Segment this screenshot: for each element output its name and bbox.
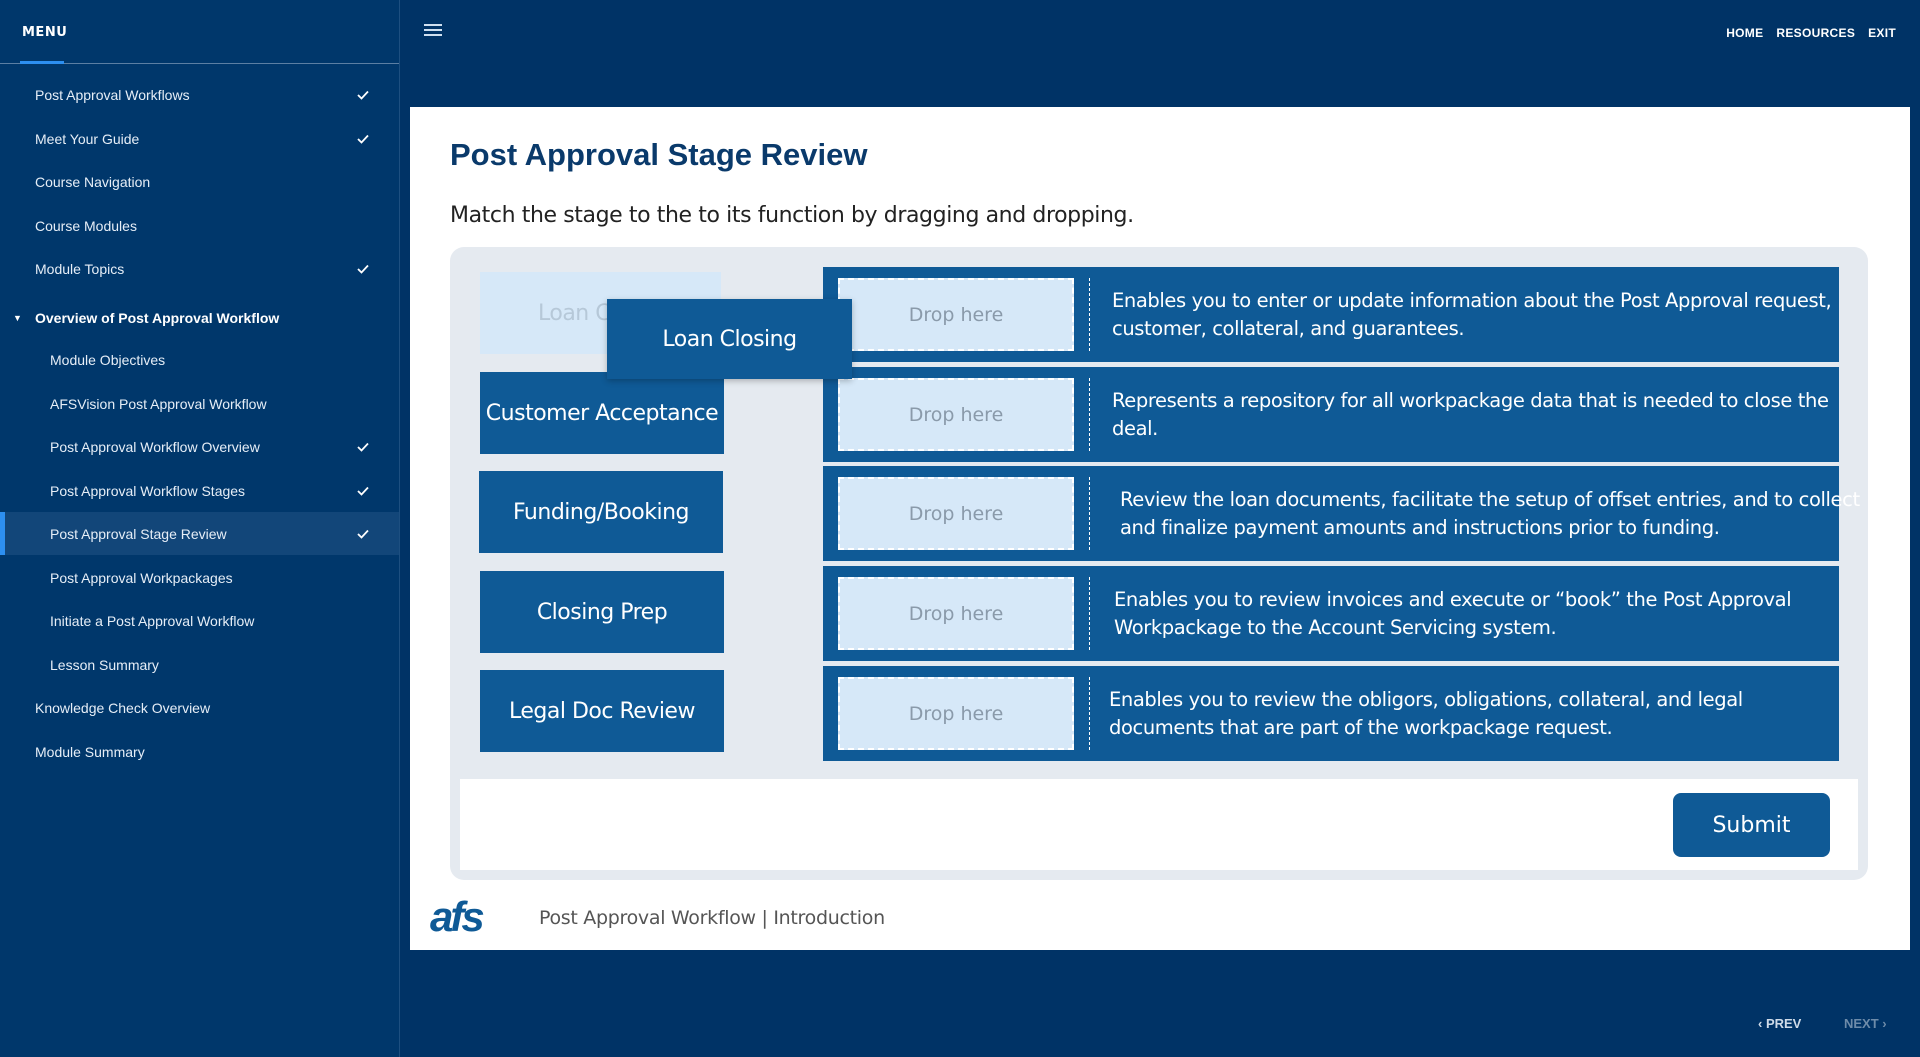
footer-course-label: Post Approval Workflow | Introduction xyxy=(539,907,885,929)
function-description: Enables you to review invoices and execu… xyxy=(1114,587,1792,639)
sidebar-item-label: Post Approval Workflow Stages xyxy=(50,482,246,499)
sidebar-item-label: Knowledge Check Overview xyxy=(35,699,211,716)
drop-zone[interactable]: Drop here xyxy=(838,577,1074,650)
sidebar-item-post-approval-workflow-overview[interactable]: Post Approval Workflow Overview xyxy=(0,425,399,468)
sidebar-item-meet-your-guide[interactable]: Meet Your Guide xyxy=(0,117,399,160)
top-nav: HOME RESOURCES EXIT xyxy=(1726,26,1896,40)
next-label: NEXT xyxy=(1844,1016,1879,1031)
sidebar-item-label: Module Objectives xyxy=(50,351,166,368)
sidebar-item-lesson-summary[interactable]: Lesson Summary xyxy=(0,643,399,686)
sidebar-item-label: Module Topics xyxy=(35,260,125,277)
sidebar-item-knowledge-check-overview[interactable]: Knowledge Check Overview xyxy=(0,686,399,729)
resources-link[interactable]: RESOURCES xyxy=(1776,26,1856,40)
next-button[interactable]: NEXT › xyxy=(1844,1016,1887,1031)
sidebar: MENU Post Approval Workflows Meet Your G… xyxy=(0,0,400,1057)
sidebar-item-label: Module Summary xyxy=(35,743,145,760)
logo-text: afs xyxy=(430,893,485,940)
sidebar-item-post-approval-workflows[interactable]: Post Approval Workflows xyxy=(0,73,399,116)
sidebar-item-module-topics[interactable]: Module Topics xyxy=(0,247,399,290)
sidebar-item-post-approval-stage-review[interactable]: Post Approval Stage Review xyxy=(0,512,399,555)
caret-down-icon: ▼ xyxy=(13,312,22,323)
row-divider xyxy=(1089,677,1090,750)
check-icon xyxy=(357,486,369,496)
stage-label: Customer Acceptance xyxy=(485,400,719,426)
stage-label: Closing Prep xyxy=(536,599,668,625)
home-link[interactable]: HOME xyxy=(1726,26,1764,40)
check-icon xyxy=(357,529,369,539)
sidebar-item-module-objectives[interactable]: Module Objectives xyxy=(0,338,399,381)
stage-tile-customer-acceptance[interactable]: Customer Acceptance xyxy=(480,372,724,454)
submit-button[interactable]: Submit xyxy=(1673,793,1830,857)
exit-link[interactable]: EXIT xyxy=(1868,26,1896,40)
stage-label: Legal Doc Review xyxy=(509,698,695,724)
sidebar-item-course-navigation[interactable]: Course Navigation xyxy=(0,160,399,203)
check-icon xyxy=(357,264,369,274)
sidebar-item-course-modules[interactable]: Course Modules xyxy=(0,204,399,247)
sidebar-section-label: Overview of Post Approval Workflow xyxy=(35,309,280,326)
afs-logo: afs xyxy=(430,893,485,940)
chevron-right-icon: › xyxy=(1878,1016,1887,1031)
function-row: Drop here Enables you to review the obli… xyxy=(823,666,1839,761)
function-description: Enables you to review the obligors, obli… xyxy=(1109,687,1743,739)
function-description: Represents a repository for all workpack… xyxy=(1112,388,1829,440)
sidebar-item-label: Course Navigation xyxy=(35,173,151,190)
submit-panel: Submit xyxy=(460,779,1858,870)
sidebar-item-post-approval-workpackages[interactable]: Post Approval Workpackages xyxy=(0,556,399,599)
sidebar-item-label: Post Approval Workflows xyxy=(35,86,190,103)
stage-tile-loan-closing[interactable]: Loan Closing xyxy=(607,299,852,379)
drop-zone[interactable]: Drop here xyxy=(838,477,1074,550)
drop-zone[interactable]: Drop here xyxy=(838,378,1074,451)
stage-placeholder-label: Loan C xyxy=(538,300,611,326)
prev-button[interactable]: ‹ PREV xyxy=(1758,1016,1801,1031)
stage-tile-funding-booking[interactable]: Funding/Booking xyxy=(479,471,723,553)
sidebar-item-label: AFSVision Post Approval Workflow xyxy=(50,395,267,412)
menu-title: MENU xyxy=(22,25,68,40)
function-row: Drop here Review the loan documents, fac… xyxy=(823,466,1860,561)
check-icon xyxy=(357,442,369,452)
function-row: Drop here Enables you to enter or update… xyxy=(823,267,1839,362)
sidebar-item-label: Course Modules xyxy=(35,217,137,234)
function-row: Drop here Enables you to review invoices… xyxy=(823,566,1839,661)
function-description: Enables you to enter or update informati… xyxy=(1112,288,1832,340)
instructions-text: Match the stage to the to its function b… xyxy=(450,203,1134,228)
sidebar-item-label: Lesson Summary xyxy=(50,656,159,673)
row-divider xyxy=(1089,477,1090,550)
row-divider xyxy=(1089,378,1090,451)
hamburger-icon[interactable] xyxy=(424,24,442,38)
chevron-left-icon: ‹ xyxy=(1758,1016,1766,1031)
sidebar-item-afsvision-post-approval-workflow[interactable]: AFSVision Post Approval Workflow xyxy=(0,382,399,425)
menu-header: MENU xyxy=(0,0,399,64)
sidebar-item-initiate-post-approval-workflow[interactable]: Initiate a Post Approval Workflow xyxy=(0,599,399,642)
drop-zone[interactable]: Drop here xyxy=(838,677,1074,750)
sidebar-item-label: Initiate a Post Approval Workflow xyxy=(50,612,255,629)
stage-tile-legal-doc-review[interactable]: Legal Doc Review xyxy=(480,670,724,752)
sidebar-item-label: Post Approval Stage Review xyxy=(50,525,227,542)
content-panel: Post Approval Stage Review Match the sta… xyxy=(410,107,1910,950)
sidebar-item-label: Meet Your Guide xyxy=(35,130,140,147)
drag-drop-activity: Loan C Loan Closing Customer Acceptance … xyxy=(450,247,1868,880)
prev-label: PREV xyxy=(1765,1016,1802,1031)
sidebar-section-overview[interactable]: ▼ Overview of Post Approval Workflow xyxy=(0,296,399,339)
stage-label: Funding/Booking xyxy=(512,499,690,525)
sidebar-item-label: Post Approval Workflow Overview xyxy=(50,438,260,455)
row-divider xyxy=(1089,278,1090,351)
active-indicator xyxy=(0,512,5,555)
page-title: Post Approval Stage Review xyxy=(450,137,868,172)
stage-tile-closing-prep[interactable]: Closing Prep xyxy=(480,571,724,653)
check-icon xyxy=(357,134,369,144)
sidebar-item-module-summary[interactable]: Module Summary xyxy=(0,730,399,773)
row-divider xyxy=(1089,577,1090,650)
sidebar-item-label: Post Approval Workpackages xyxy=(50,569,233,586)
drop-zone[interactable]: Drop here xyxy=(838,278,1074,351)
stage-label: Loan Closing xyxy=(662,326,797,352)
function-row: Drop here Represents a repository for al… xyxy=(823,367,1839,462)
menu-underline xyxy=(20,61,64,64)
function-description: Review the loan documents, facilitate th… xyxy=(1120,487,1860,539)
sidebar-item-post-approval-workflow-stages[interactable]: Post Approval Workflow Stages xyxy=(0,469,399,512)
check-icon xyxy=(357,90,369,100)
